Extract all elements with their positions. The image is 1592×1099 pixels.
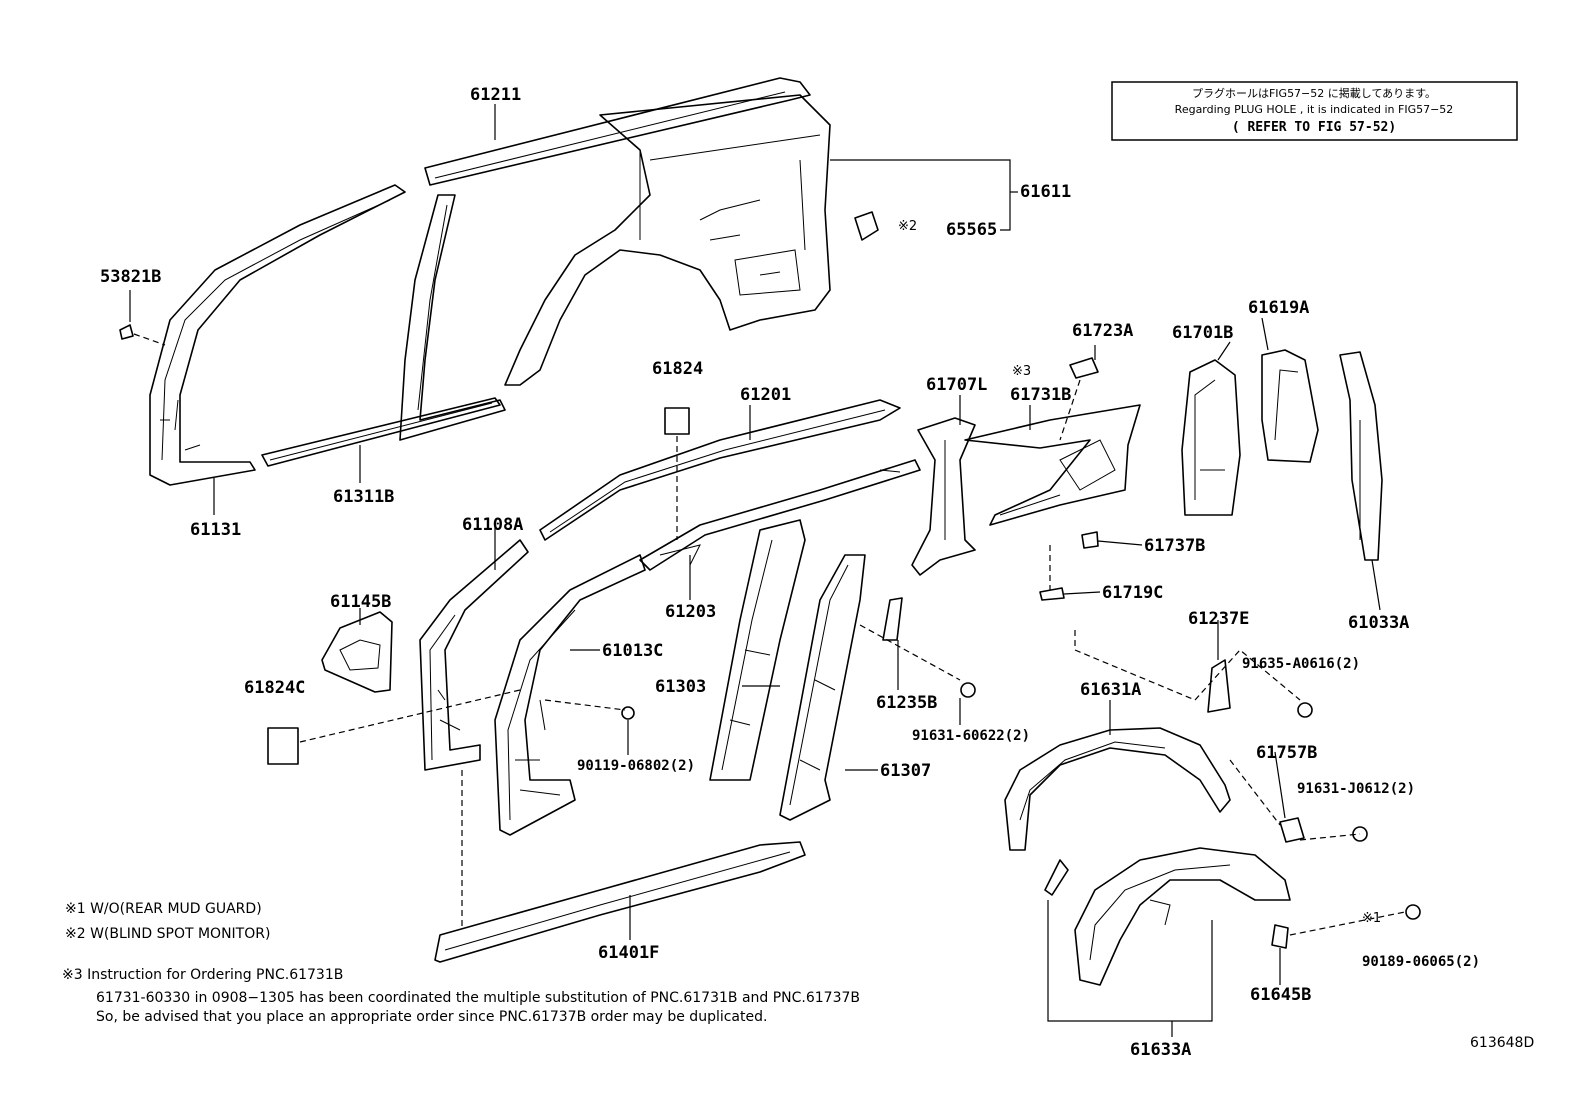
- label-61611: 61611: [1020, 182, 1071, 202]
- part-65565-bracket: [854, 211, 879, 241]
- note-3-line-1: 61731-60330 in 0908−1305 has been coordi…: [96, 990, 860, 1006]
- label-61303: 61303: [655, 677, 706, 697]
- label-90119-06802: 90119-06802(2): [577, 758, 695, 774]
- label-61619a: 61619A: [1248, 298, 1309, 318]
- label-61631a: 61631A: [1080, 680, 1141, 700]
- label-61645b: 61645B: [1250, 985, 1311, 1005]
- label-61633a: 61633A: [1130, 1040, 1191, 1060]
- part-61719c: [1039, 587, 1065, 601]
- part-61824c-pad: [267, 727, 299, 765]
- part-61707l: [911, 417, 976, 576]
- label-61013c: 61013C: [602, 641, 663, 661]
- label-61719c: 61719C: [1102, 583, 1163, 603]
- label-61737b: 61737B: [1144, 536, 1205, 556]
- mark-1-90189: ※1: [1362, 911, 1381, 926]
- part-61237e: [1207, 659, 1231, 713]
- part-61311b: [261, 397, 501, 467]
- part-61211-front-pillar: [149, 184, 406, 486]
- label-61211: 61211: [470, 85, 521, 105]
- note-2: ※2 W(BLIND SPOT MONITOR): [65, 926, 270, 942]
- label-61311b: 61311B: [333, 487, 394, 507]
- part-outlines: [119, 77, 1421, 986]
- part-61307: [779, 554, 866, 821]
- part-61723a: [1069, 357, 1099, 379]
- note-3-line-2: So, be advised that you place an appropr…: [96, 1009, 767, 1025]
- reference-line-3: ( REFER TO FIG 57-52): [1232, 120, 1396, 135]
- label-61401f: 61401F: [598, 943, 659, 963]
- label-61707l: 61707L: [926, 375, 987, 395]
- label-61757b: 61757B: [1256, 743, 1317, 763]
- label-61307: 61307: [880, 761, 931, 781]
- illustration-id: 613648D: [1470, 1035, 1534, 1051]
- label-53821b: 53821B: [100, 267, 161, 287]
- label-61108a: 61108A: [462, 515, 523, 535]
- reference-line-2: Regarding PLUG HOLE , it is indicated in…: [1175, 103, 1454, 116]
- part-61737b: [1081, 531, 1099, 549]
- part-61013c: [494, 554, 646, 836]
- label-61131: 61131: [190, 520, 241, 540]
- label-61824: 61824: [652, 359, 703, 379]
- label-61701b: 61701B: [1172, 323, 1233, 343]
- part-61731b: [964, 404, 1141, 526]
- label-91635-a0616: 91635-A0616(2): [1242, 656, 1360, 672]
- part-61211-roof-rail: [424, 77, 811, 186]
- part-61235b: [882, 597, 903, 641]
- part-61401f: [434, 841, 806, 963]
- note-1: ※1 W/O(REAR MUD GUARD): [65, 901, 262, 917]
- part-61033a: [1339, 351, 1383, 561]
- part-61757b: [1279, 817, 1305, 843]
- label-61731b: 61731B: [1010, 385, 1071, 405]
- part-61619a: [1261, 349, 1319, 463]
- part-61203: [639, 459, 921, 571]
- label-61145b: 61145B: [330, 592, 391, 612]
- part-61211-quarter: [504, 94, 831, 386]
- part-61824-pad: [664, 407, 690, 435]
- label-61201: 61201: [740, 385, 791, 405]
- leader-lines: [129, 104, 1406, 1037]
- part-61645b: [1271, 924, 1289, 949]
- reference-box: プラグホールはFIG57−52 に掲載してあります。 Regarding PLU…: [1111, 81, 1518, 141]
- part-61211-center-pillar: [399, 194, 506, 441]
- mark-2-65565: ※2: [898, 219, 917, 234]
- label-61203: 61203: [665, 602, 716, 622]
- reference-line-1: プラグホールはFIG57−52 に掲載してあります。: [1192, 86, 1436, 100]
- label-91631-60622: 91631-60622(2): [912, 728, 1030, 744]
- footnotes: ※1 W/O(REAR MUD GUARD) ※2 W(BLIND SPOT M…: [62, 901, 860, 1025]
- label-61824c: 61824C: [244, 678, 305, 698]
- label-90189-06065: 90189-06065(2): [1362, 954, 1480, 970]
- part-61145b: [321, 611, 393, 693]
- part-61701b: [1181, 359, 1241, 516]
- note-3-title: ※3 Instruction for Ordering PNC.61731B: [62, 967, 343, 983]
- part-61108a: [419, 539, 529, 771]
- part-61303: [709, 519, 806, 781]
- label-61235b: 61235B: [876, 693, 937, 713]
- part-61201: [539, 399, 901, 541]
- mark-3-61731b: ※3: [1012, 364, 1031, 379]
- label-61237e: 61237E: [1188, 609, 1249, 629]
- label-61033a: 61033A: [1348, 613, 1409, 633]
- label-61723a: 61723A: [1072, 321, 1133, 341]
- label-65565: 65565: [946, 220, 997, 240]
- part-labels: 61211 61611 65565 ※2 53821B 61131 61311B…: [100, 85, 1480, 1060]
- label-91631-j0612: 91631-J0612(2): [1297, 781, 1415, 797]
- part-61633a: [1074, 847, 1291, 986]
- part-61631a: [1004, 727, 1231, 851]
